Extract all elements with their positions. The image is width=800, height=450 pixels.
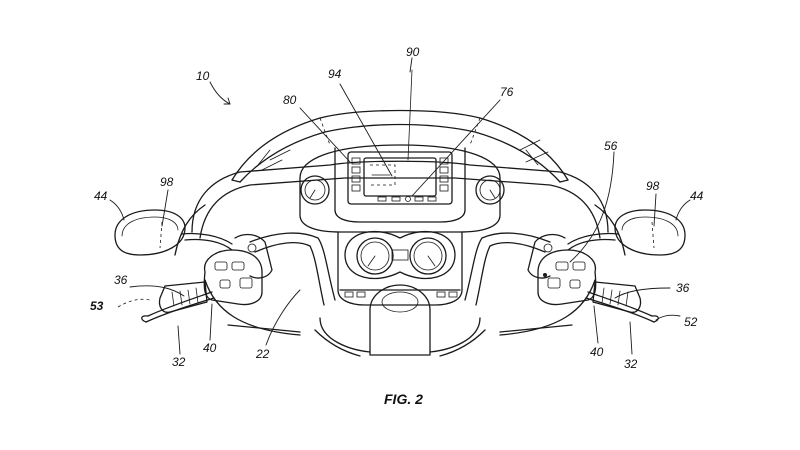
ref-36-left: 36 [114,273,128,287]
small-gauges [301,176,504,204]
right-controls [528,235,658,322]
reference-numerals: 10 90 94 80 76 56 98 44 98 44 36 53 40 3… [90,45,704,371]
ref-10: 10 [196,69,210,83]
ref-32-right: 32 [624,357,638,371]
ref-90: 90 [406,45,420,59]
ref-98-right: 98 [646,179,660,193]
left-controls [142,235,272,322]
ref-40-right: 40 [590,345,604,359]
ref-94: 94 [328,67,342,81]
ref-44-right: 44 [690,189,704,203]
ref-52: 52 [684,315,698,329]
ref-40-left: 40 [203,341,217,355]
handlebar [250,233,550,305]
ref-56: 56 [604,139,618,153]
lower-console [315,285,485,356]
ref-98-left: 98 [160,175,174,189]
ref-53: 53 [90,299,104,313]
ref-80: 80 [283,93,297,107]
ref-36-right: 36 [676,281,690,295]
main-gauges [345,232,455,279]
mirror-left [115,210,232,255]
windshield [232,70,568,182]
fairing [175,161,625,335]
ref-44-left: 44 [94,189,108,203]
figure-caption: FIG. 2 [384,391,423,407]
mirror-right [568,210,685,255]
ref-22: 22 [255,347,270,361]
ref-32-left: 32 [172,355,186,369]
ref-76: 76 [500,85,514,99]
